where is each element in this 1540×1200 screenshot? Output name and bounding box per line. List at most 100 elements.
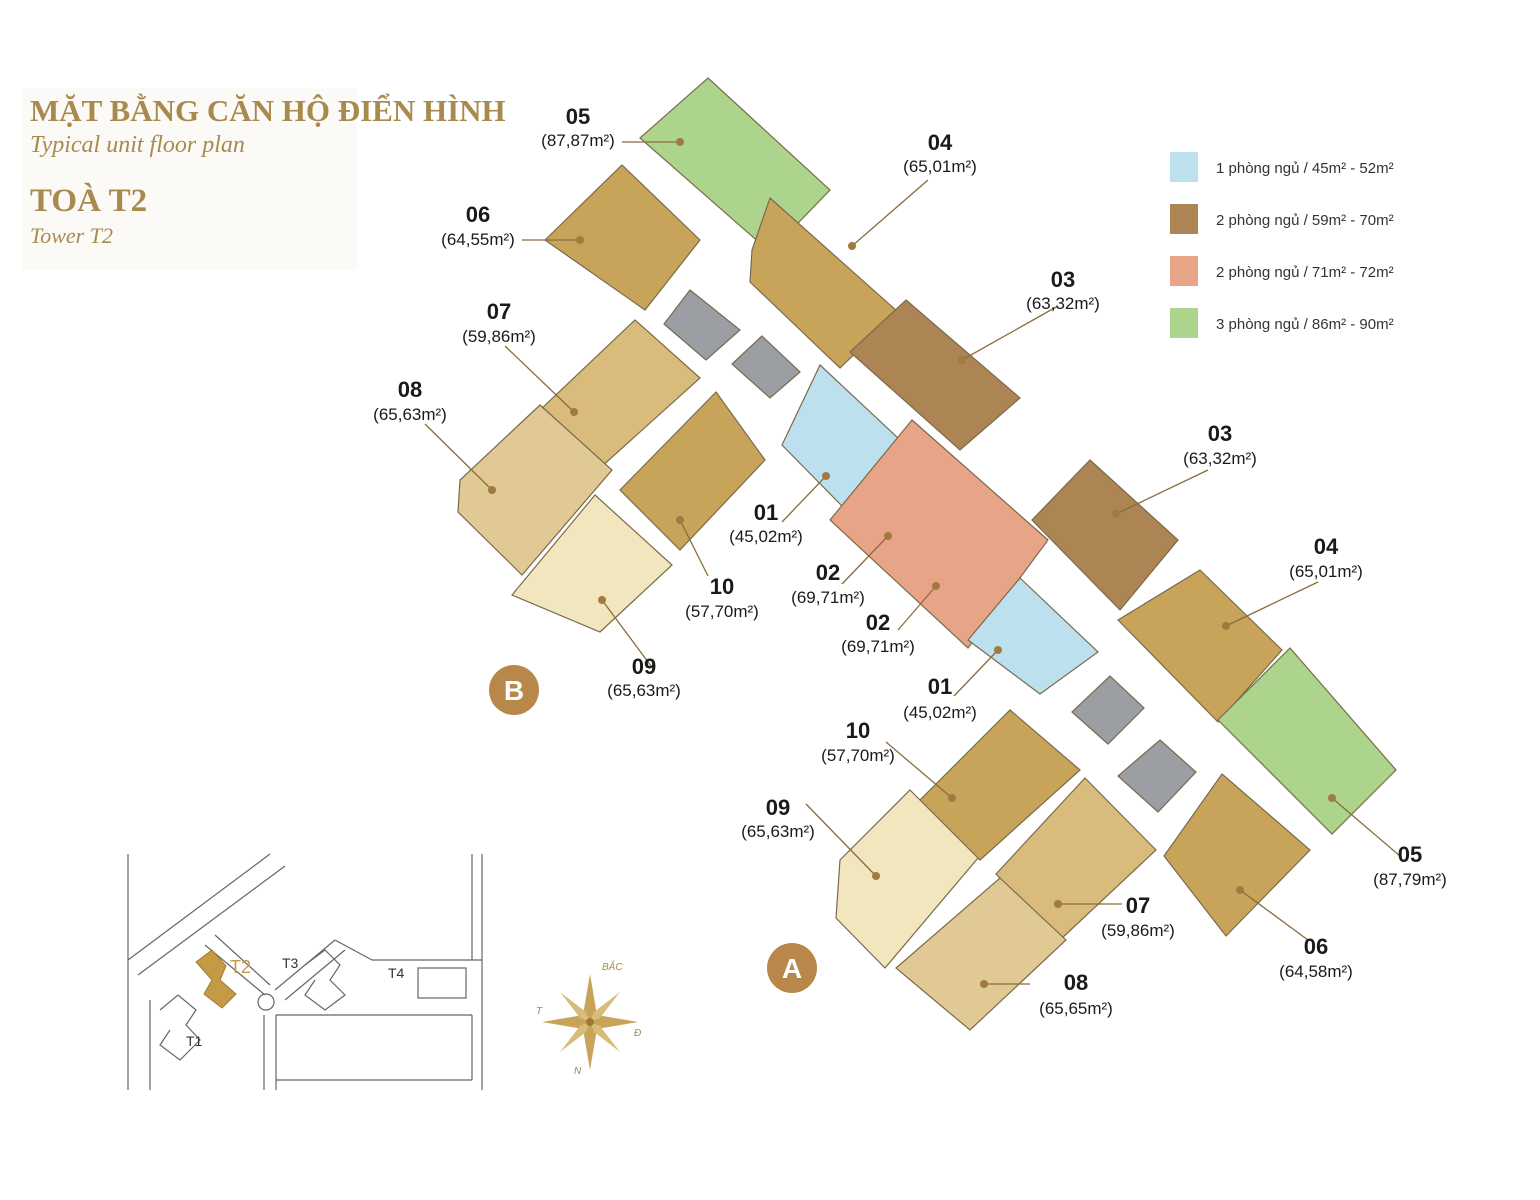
dot-b-02: [884, 532, 892, 540]
unit-number: 02: [816, 560, 840, 585]
dot-a-01: [994, 646, 1002, 654]
dot-a-03: [1112, 510, 1120, 518]
unit-area: (69,71m²): [791, 588, 865, 607]
unit-area: (65,63m²): [373, 405, 447, 424]
unit-block-a-03[interactable]: [1031, 459, 1179, 611]
dot-b-07: [570, 408, 578, 416]
compass-label-south: N: [574, 1066, 582, 1077]
site-road: [284, 949, 346, 1001]
core-b-south: [731, 335, 801, 399]
unit-number: 07: [1126, 893, 1150, 918]
dot-b-09: [598, 596, 606, 604]
leader-b-02: [841, 535, 889, 585]
unit-area: (65,63m²): [741, 822, 815, 841]
leader-b-09: [601, 599, 655, 671]
dot-b-08: [488, 486, 496, 494]
dot-a-10: [948, 794, 956, 802]
compass-point: [583, 974, 597, 1022]
site-building-t2: [195, 949, 237, 1009]
wing-badge-a-circle: [767, 943, 817, 993]
compass-center: [586, 1018, 594, 1026]
legend-item-2-bedroom-small: 2 phòng ngủ / 59m² - 70m²: [1170, 204, 1470, 256]
site-building-t4: [417, 967, 467, 999]
leader-a-09: [805, 803, 877, 877]
unit-block-a-01[interactable]: [967, 577, 1099, 695]
unit-number: 07: [487, 299, 511, 324]
unit-block-b-03[interactable]: [849, 299, 1021, 451]
core-a-north: [1071, 675, 1145, 745]
unit-number: 01: [754, 500, 778, 525]
legend-swatch-2-bedroom-large: [1170, 256, 1198, 286]
site-label-t1: T1: [186, 1033, 203, 1049]
unit-number: 06: [1304, 934, 1328, 959]
core-a-south: [1117, 739, 1197, 813]
unit-block-a-09[interactable]: [835, 789, 979, 969]
site-road: [334, 939, 373, 961]
unit-area: (57,70m²): [821, 746, 895, 765]
leader-a-10: [885, 741, 953, 799]
unit-labels: [424, 141, 1401, 985]
unit-block-b-06[interactable]: [544, 164, 701, 311]
dot-b-01: [822, 472, 830, 480]
leader-a-02: [897, 585, 937, 631]
tower-title: TOÀ T2: [30, 183, 148, 219]
site-road: [214, 934, 271, 986]
leader-a-03: [1115, 469, 1209, 515]
compass-point: [590, 992, 620, 1022]
title-block: MẶT BẰNG CĂN HỘ ĐIỂN HÌNH Typical unit f…: [22, 88, 506, 270]
compass-point: [590, 1022, 620, 1052]
unit-number: 04: [928, 130, 953, 155]
leader-a-01: [953, 649, 999, 697]
unit-number: 09: [632, 654, 656, 679]
site-map: [127, 853, 483, 1090]
unit-block-b-10[interactable]: [619, 391, 766, 551]
compass-icon: BẮC Đ T N: [536, 960, 641, 1077]
site-building-t3: [304, 949, 346, 1011]
legend-label: 1 phòng ngủ / 45m² - 52m²: [1216, 160, 1394, 177]
unit-block-02[interactable]: [829, 419, 1049, 649]
site-road: [137, 865, 286, 976]
dot-b-03: [958, 356, 966, 364]
unit-area: (59,86m²): [462, 327, 536, 346]
unit-area: (87,79m²): [1373, 870, 1447, 889]
unit-block-a-05[interactable]: [1217, 647, 1397, 835]
unit-area: (64,55m²): [441, 230, 515, 249]
wing-badge-b-label: B: [504, 675, 524, 706]
unit-area: (57,70m²): [685, 602, 759, 621]
dot-b-05: [676, 138, 684, 146]
unit-area: (65,01m²): [1289, 562, 1363, 581]
leader-a-06: [1239, 889, 1309, 941]
wing-badge-a-label: A: [782, 953, 802, 984]
site-label-t3: T3: [282, 955, 299, 971]
leader-b-01: [781, 475, 827, 523]
unit-block-b-08[interactable]: [457, 404, 613, 576]
unit-block-a-04[interactable]: [1117, 569, 1283, 723]
legend-item-1-bedroom: 1 phòng ngủ / 45m² - 52m²: [1170, 152, 1470, 204]
unit-number: 01: [928, 674, 952, 699]
wing-badge-a: A: [767, 943, 817, 993]
tower-subtitle: Tower T2: [30, 223, 113, 248]
unit-number: 02: [866, 610, 890, 635]
site-label-t4: T4: [388, 965, 405, 981]
unit-number: 08: [398, 377, 422, 402]
unit-number: 08: [1064, 970, 1088, 995]
unit-block-a-08[interactable]: [895, 877, 1067, 1031]
unit-block-b-04[interactable]: [749, 196, 899, 369]
legend-swatch-2-bedroom-small: [1170, 204, 1198, 234]
unit-block-b-09[interactable]: [511, 494, 673, 633]
unit-block-a-10[interactable]: [919, 709, 1081, 861]
compass-point: [560, 1022, 590, 1052]
core-b-north: [663, 289, 741, 361]
leader-b-10: [679, 519, 709, 577]
compass-point: [560, 992, 590, 1022]
unit-text: 05 (87,87m²) 04 (65,01m²) 06 (64,55m²) 0…: [373, 104, 1447, 1018]
unit-number: 03: [1051, 267, 1075, 292]
wing-badge-b-circle: [489, 665, 539, 715]
compass-point: [583, 1022, 597, 1070]
site-road: [127, 853, 271, 961]
legend-label: 3 phòng ngủ / 86m² - 90m²: [1216, 316, 1394, 333]
unit-area: (69,71m²): [841, 637, 915, 656]
dot-a-06: [1236, 886, 1244, 894]
unit-block-a-06[interactable]: [1163, 773, 1311, 937]
